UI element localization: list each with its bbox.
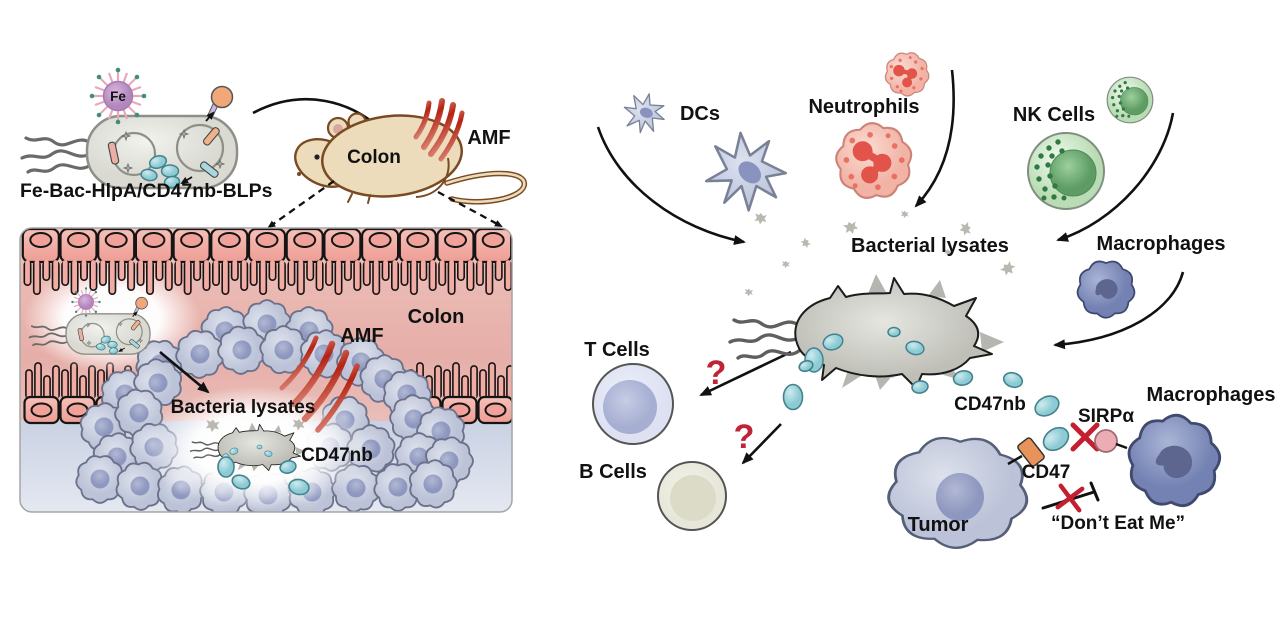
block-x-icon: [1073, 425, 1097, 449]
mouse-tail: [444, 170, 527, 205]
arrow-to-b-cells: [741, 423, 782, 465]
mouse-amf-label: AMF: [467, 127, 510, 149]
construct-label: Fe-Bac-HlpA/CD47nb-BLPs: [20, 180, 273, 202]
neutrophil-large: [832, 120, 914, 202]
mouse-colon-label: Colon: [347, 147, 401, 168]
dendritic-cell-large: [701, 127, 792, 217]
cd47nb-bound: [1042, 426, 1070, 452]
amf-waves-panel: [279, 335, 360, 433]
cd47nb-ovals: [782, 359, 1060, 417]
neutrophils-label: Neutrophils: [808, 96, 919, 118]
macrophage-bottom: [1118, 406, 1227, 516]
macrophages-bottom-label: Macrophages: [1147, 384, 1276, 406]
arrow-bacterium-to-lysates: [159, 351, 210, 394]
panel-bacteria-lysates-label: Bacteria lysates: [171, 397, 316, 418]
b-cells-label: B Cells: [579, 461, 647, 483]
arrow-to-t-cells: [699, 350, 792, 397]
cd47-label: CD47: [1022, 462, 1071, 483]
arrow-neutrophil: [914, 69, 955, 208]
panel-amf-label: AMF: [340, 325, 383, 347]
bacterial-lysates-label: Bacterial lysates: [851, 235, 1009, 257]
amf-waves-mouse: [413, 98, 465, 162]
panel-cd47nb-label: CD47nb: [301, 445, 373, 466]
panel-colon-label: Colon: [408, 306, 465, 328]
neutrophil-small: [881, 48, 932, 99]
colon-panel: Colon AMF Bacteria lysates CD47nb: [19, 227, 513, 513]
cd47nb-ovals-panel: [217, 456, 310, 496]
dcs-label: DCs: [680, 103, 720, 125]
construct-illustration: Fe Fe-Bac-HlpA/CD47nb-BLPs: [20, 66, 273, 202]
mouse-body: [321, 114, 463, 198]
dont-eat-me-inhibition: [1041, 481, 1100, 510]
sirpa-label: SIRPα: [1078, 406, 1134, 427]
tumor-cell: [877, 428, 1036, 556]
arrow-macrophage: [1053, 271, 1185, 350]
arrow-dc: [596, 126, 746, 245]
cd47-receptor: [1017, 437, 1045, 467]
panel-border: [19, 227, 513, 513]
t-cells-label: T Cells: [584, 339, 650, 361]
dashed-line-left: [267, 180, 335, 229]
b-question-mark: ?: [734, 418, 755, 456]
nk-cell-small: [1106, 76, 1154, 124]
macrophages-top-label: Macrophages: [1097, 233, 1226, 255]
mouse-eye: [314, 154, 320, 160]
mouse-nose: [297, 172, 301, 176]
t-question-mark: ?: [706, 354, 727, 392]
macrophage-top: [1073, 256, 1138, 322]
nk-cell-large: [1027, 132, 1105, 210]
nk-cells-label: NK Cells: [1013, 104, 1095, 126]
immune-network: DCs Neutrophils NK Cells Macrophages Bac…: [579, 48, 1276, 556]
fe-label: Fe: [110, 89, 126, 104]
tumor-label: Tumor: [908, 514, 969, 536]
dont-eat-me-label: “Don’t Eat Me”: [1051, 513, 1185, 534]
dendritic-cell-small: [619, 88, 671, 139]
arrow-nk: [1056, 112, 1175, 242]
mouse-illustration: Colon AMF: [252, 97, 527, 229]
dashed-line-right: [437, 190, 503, 228]
fe-nanoparticle-small-icon: [70, 286, 102, 318]
sirpa-receptor: [1094, 429, 1118, 453]
cd47nb-label: CD47nb: [954, 394, 1026, 415]
